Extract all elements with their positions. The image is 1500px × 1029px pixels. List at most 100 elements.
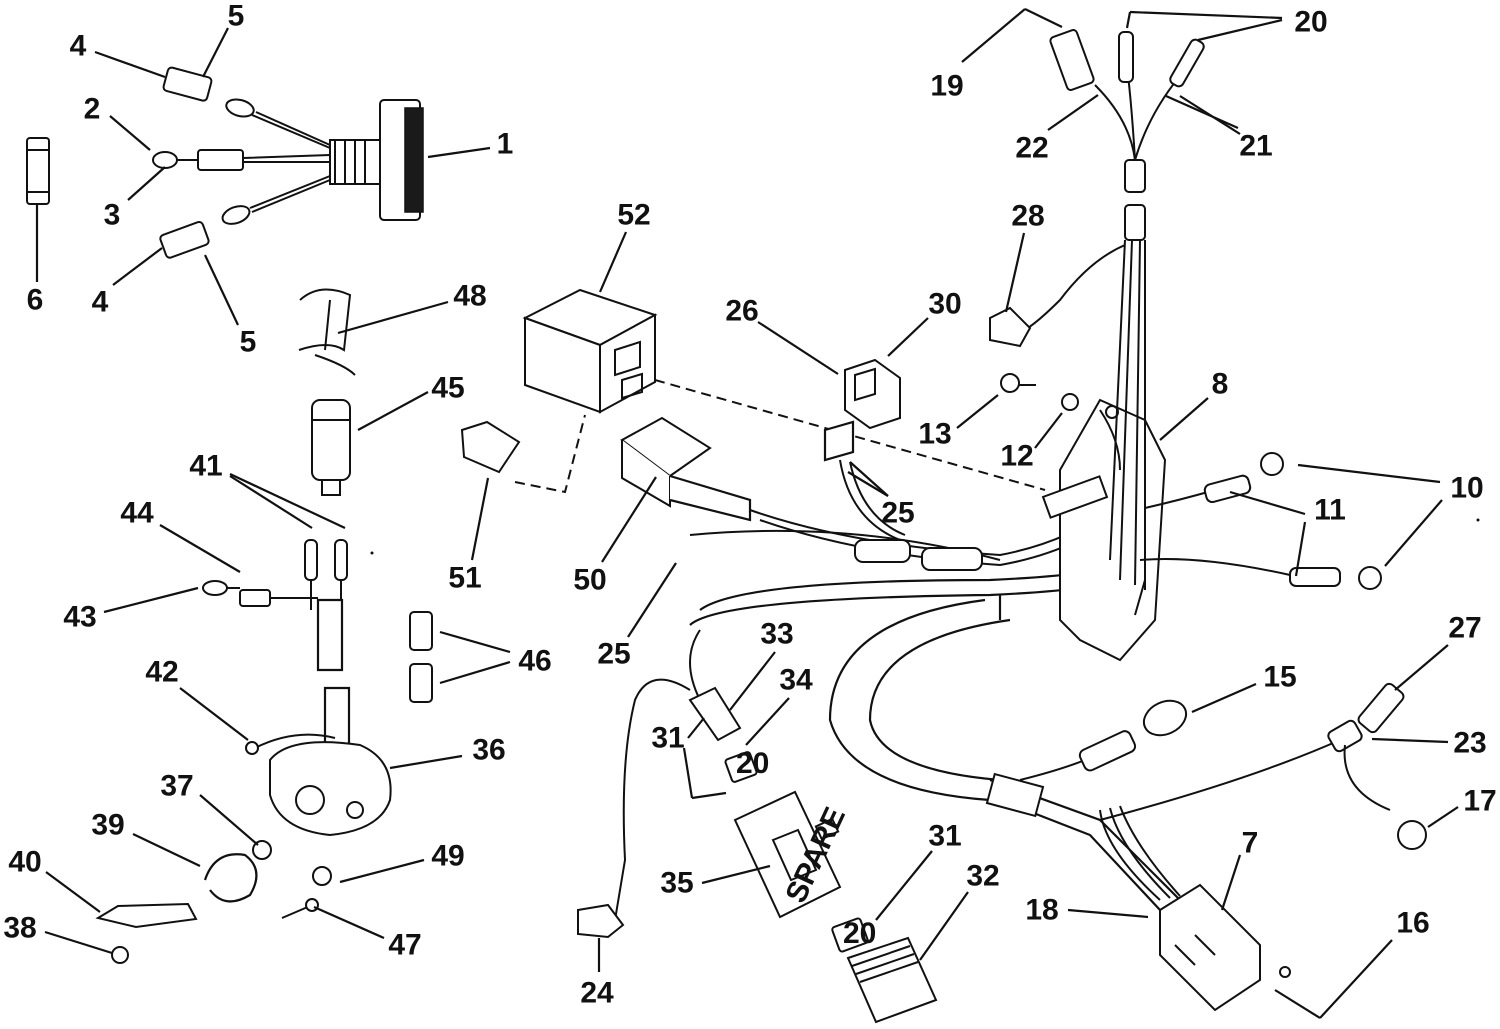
part-10-11-upper-terminal xyxy=(1144,452,1284,509)
leader-line-c22-0 xyxy=(1047,94,1099,131)
leader-line-c36-0 xyxy=(389,754,463,770)
callout-label-c27: 27 xyxy=(1448,612,1481,645)
callout-label-c45: 45 xyxy=(431,372,464,405)
leader-line-c19-0 xyxy=(961,8,1026,63)
callout-label-c32: 32 xyxy=(966,860,999,893)
callout-label-c8: 8 xyxy=(1212,368,1229,401)
leader-line-c21-0 xyxy=(1165,94,1239,130)
leader-line-c31a-2 xyxy=(687,717,705,739)
leader-line-c18-0 xyxy=(1067,908,1149,919)
callout-label-c33: 33 xyxy=(760,618,793,651)
leader-line-c17-0 xyxy=(1427,806,1459,828)
callout-label-c20: 20 xyxy=(1294,6,1327,39)
leader-line-c32-0 xyxy=(919,891,969,961)
leader-line-c10-1 xyxy=(1384,499,1443,567)
leader-line-c16-1 xyxy=(1274,989,1321,1019)
callout-label-c15: 15 xyxy=(1263,661,1296,694)
callout-label-c7: 7 xyxy=(1242,827,1259,860)
leader-line-c44-0 xyxy=(159,524,241,573)
leader-line-c35-0 xyxy=(701,864,771,885)
part-41-44-leads xyxy=(202,539,348,672)
part-13-screw xyxy=(1000,373,1036,393)
leader-line-c25a-0 xyxy=(849,461,889,497)
callout-label-c24: 24 xyxy=(580,977,614,1010)
leader-line-c8-0 xyxy=(1159,397,1209,441)
leader-line-c41-1 xyxy=(229,473,346,529)
part-26-30-connector xyxy=(823,358,901,462)
callout-label-c10: 10 xyxy=(1450,472,1483,505)
leader-line-c38-0 xyxy=(44,930,113,955)
callout-label-c51: 51 xyxy=(448,562,481,595)
leader-line-c45-0 xyxy=(357,391,429,431)
callout-label-c21: 21 xyxy=(1239,130,1272,163)
leader-line-c5a-0 xyxy=(202,27,229,78)
callout-label-c39: 39 xyxy=(91,809,124,842)
part-47-screw xyxy=(281,898,319,919)
callout-label-c12: 12 xyxy=(1000,440,1033,473)
callout-label-c41: 41 xyxy=(189,450,222,483)
leader-line-c16-0 xyxy=(1319,939,1393,1019)
leader-line-c49-0 xyxy=(339,858,425,884)
leader-line-c13-0 xyxy=(956,394,999,429)
callout-label-c37: 37 xyxy=(160,770,193,803)
leader-line-c30-0 xyxy=(887,317,929,357)
callout-label-c2: 2 xyxy=(84,93,101,126)
part-32-boot xyxy=(846,936,938,1024)
part-31-spare-fuse: 20 xyxy=(831,917,876,953)
part-4-5-upper-terminal xyxy=(162,66,331,149)
part-40-lever xyxy=(95,902,198,929)
stray-dot xyxy=(1476,518,1480,522)
leader-line-c50-0 xyxy=(601,476,657,563)
callout-label-c49: 49 xyxy=(431,840,464,873)
callout-label-c4b: 4 xyxy=(92,286,109,319)
leader-line-c4a-0 xyxy=(94,50,166,79)
leader-line-c23-0 xyxy=(1371,737,1449,744)
callout-label-c28: 28 xyxy=(1011,200,1044,233)
part-8-bracket xyxy=(1041,398,1167,662)
callout-label-c11: 11 xyxy=(1314,494,1346,527)
leader-line-c33-0 xyxy=(729,651,776,711)
leader-line-c12-0 xyxy=(1034,412,1063,449)
callout-label-c42: 42 xyxy=(145,656,178,689)
leader-line-c47-0 xyxy=(313,905,385,940)
leader-line-c37-0 xyxy=(199,794,259,846)
leader-line-c25b-0 xyxy=(627,562,677,638)
leader-line-c46-1 xyxy=(439,660,511,685)
callout-label-c13: 13 xyxy=(918,418,951,451)
part-45-lamp xyxy=(311,399,351,496)
leader-line-c26-0 xyxy=(757,321,839,375)
callout-label-c5a: 5 xyxy=(228,0,245,33)
callout-label-c31a: 31 xyxy=(651,722,684,755)
callout-label-c4a: 4 xyxy=(70,30,87,63)
callout-label-c48: 48 xyxy=(453,280,486,313)
leader-line-c5b-0 xyxy=(204,254,239,326)
callout-label-c19: 19 xyxy=(930,70,963,103)
leader-line-c46-0 xyxy=(439,630,511,654)
callout-labels: 1234455678101112131516171819202122232425… xyxy=(3,0,1496,1010)
part-35-fuse-holder: SPARE xyxy=(733,790,852,919)
leader-line-c20-2 xyxy=(1197,18,1283,42)
callout-label-c18: 18 xyxy=(1025,894,1058,927)
callout-label-c36: 36 xyxy=(472,734,505,767)
leader-line-c20-0 xyxy=(1129,10,1283,20)
callout-label-c44: 44 xyxy=(120,497,154,530)
callout-leader-lines xyxy=(35,8,1459,1019)
leader-line-c48-0 xyxy=(337,300,449,335)
callout-label-c5b: 5 xyxy=(240,326,257,359)
leader-line-c3-0 xyxy=(127,166,166,201)
callout-label-c47: 47 xyxy=(388,929,421,962)
callout-label-c34: 34 xyxy=(779,664,813,697)
leader-line-c31b-0 xyxy=(875,850,933,921)
leader-line-c1-0 xyxy=(427,146,491,159)
leader-line-c21-1 xyxy=(1179,95,1241,135)
leader-line-c7-0 xyxy=(1220,854,1242,911)
callout-label-c46: 46 xyxy=(518,645,551,678)
upper-harness xyxy=(989,29,1205,590)
leader-line-c42-0 xyxy=(179,687,249,741)
callout-label-c6: 6 xyxy=(27,284,44,317)
part-51-socket xyxy=(460,420,521,474)
leader-line-c20-1 xyxy=(1125,11,1132,29)
part-1-connector-block xyxy=(329,99,424,221)
leader-line-c31a-1 xyxy=(691,791,727,800)
